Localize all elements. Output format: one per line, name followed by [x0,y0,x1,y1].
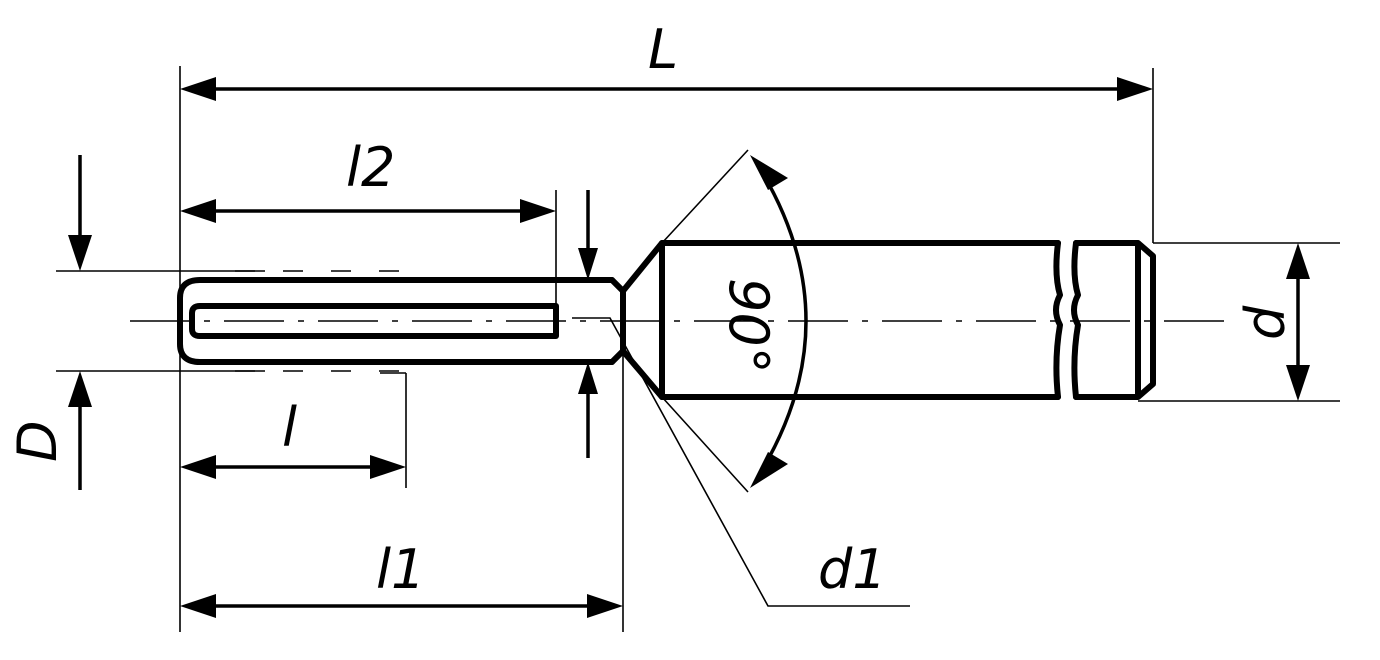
arrow-l2-right [520,199,556,223]
arrow-l-right [370,455,406,479]
slot-outline [189,303,559,339]
arrow-d-bottom [1286,365,1310,401]
label-l: l [282,396,297,459]
extension-line-angle-top [661,149,749,244]
label-D: D [6,420,69,462]
label-L: L [648,18,678,81]
label-d: d [1234,305,1297,340]
label-l2: l2 [346,136,395,199]
arrow-l1-right [587,594,623,618]
arrow-d1-bottom [578,362,598,394]
break-line-right [1071,240,1081,400]
arrow-l2-left [180,199,216,223]
extension-line-angle-bottom [661,396,749,493]
leader-line-d1 [572,317,910,607]
arrow-l-left [180,455,216,479]
arrow-l1-left [180,594,216,618]
label-angle: 90° [717,278,780,374]
break-line-left [1053,240,1063,400]
arrow-d-top [1286,243,1310,279]
cone-outline [609,240,665,400]
arrow-D-bottom [68,371,92,407]
arrow-d1-top [578,248,598,280]
label-l1: l1 [376,538,425,601]
arrow-L-left [180,77,216,101]
arrow-angle-top [750,155,788,190]
angle-arc [760,171,808,471]
arrow-angle-bottom [750,452,788,488]
shank-end-outline [1073,240,1156,400]
arrow-D-top [68,235,92,271]
label-d1: d1 [818,538,887,601]
shank-body-outline [659,240,1061,400]
arrow-L-right [1117,77,1153,101]
